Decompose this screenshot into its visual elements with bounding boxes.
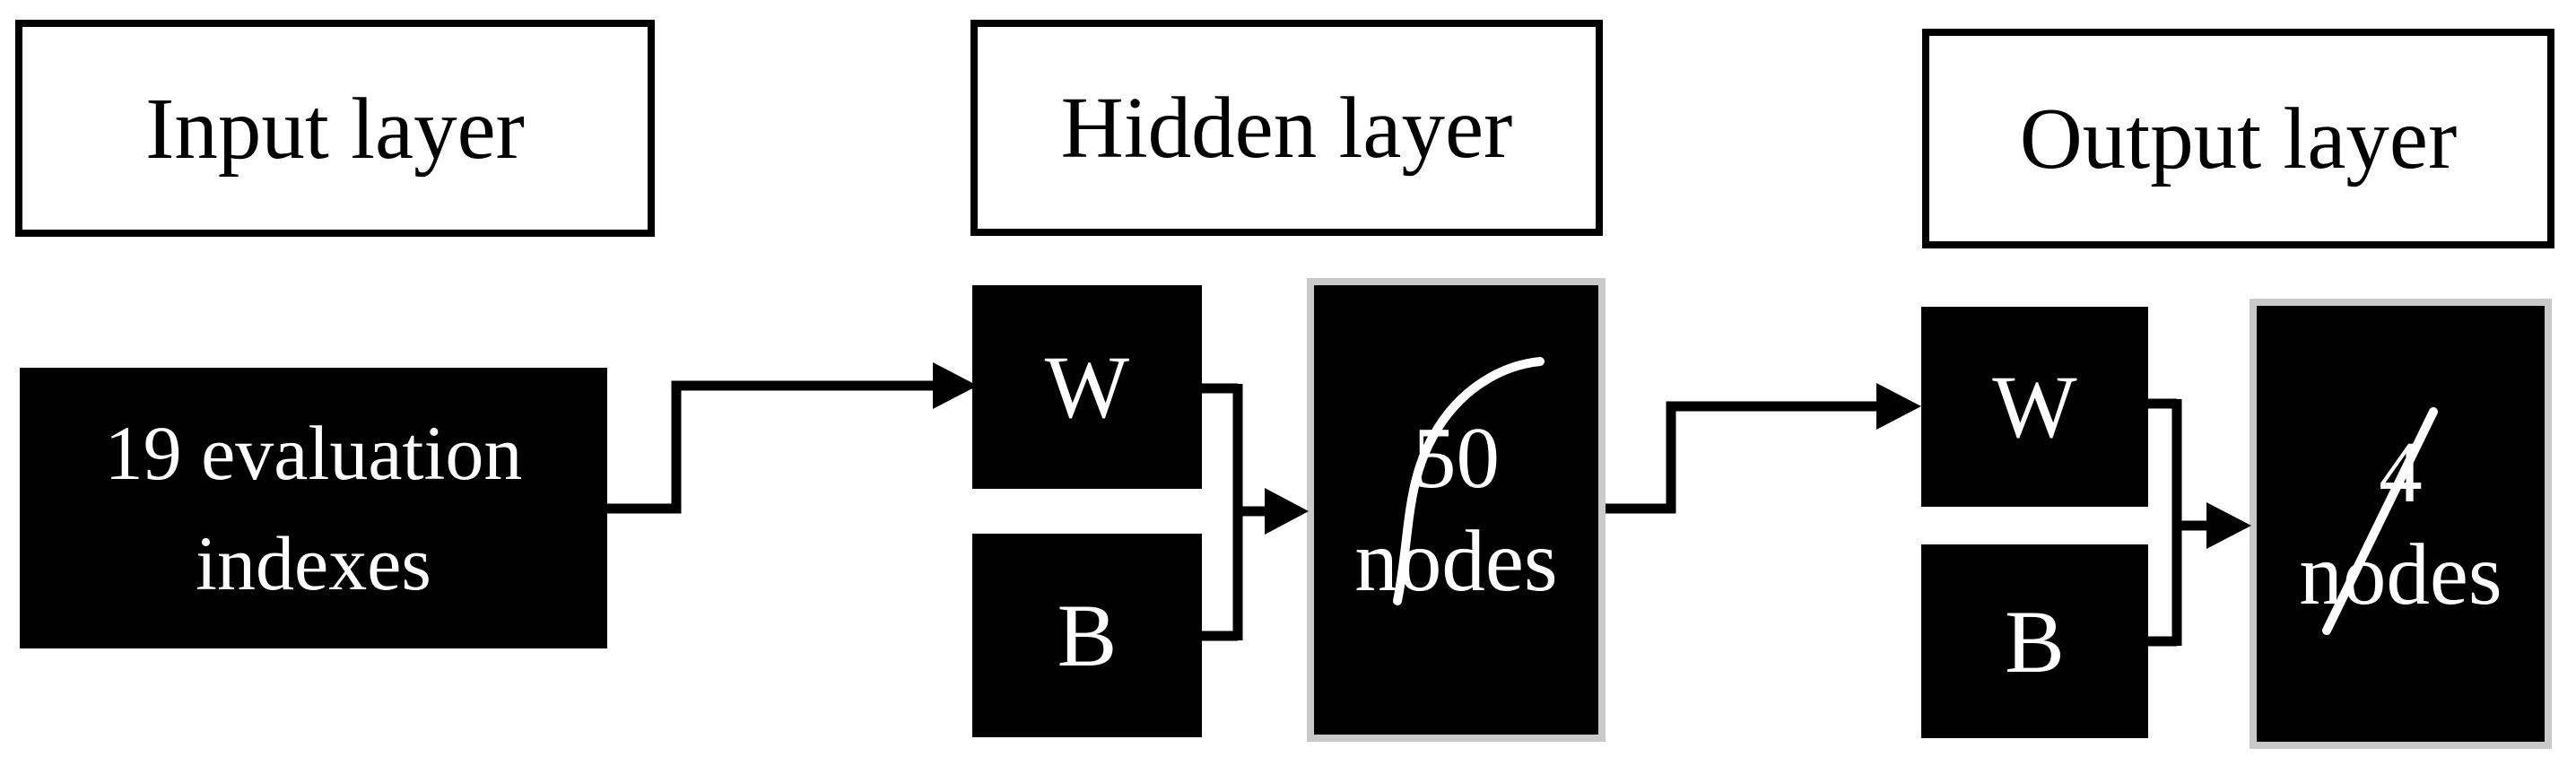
- hidden-nodes-count: 50: [1413, 410, 1500, 507]
- input-features-label: 19 evaluation indexes: [104, 410, 523, 606]
- output-nodes-word: nodes: [2299, 526, 2502, 622]
- arrowhead-input-to-hidden-weight-icon: [933, 362, 978, 409]
- output-bias-label: B: [2005, 591, 2065, 692]
- output-layer-title-box: Output layer: [1922, 29, 2554, 248]
- input-layer-title: Input layer: [145, 80, 525, 177]
- hidden-nodes-word: nodes: [1354, 512, 1558, 609]
- hidden-layer-title: Hidden layer: [1060, 80, 1513, 176]
- output-weight-box: W: [1921, 307, 2148, 507]
- hidden-bias-label: B: [1057, 586, 1118, 685]
- connector-input-to-hidden-weight: [607, 380, 937, 514]
- hidden-weight-label: W: [1044, 337, 1130, 437]
- hidden-weight-box: W: [972, 285, 1202, 489]
- hidden-layer-title-box: Hidden layer: [970, 20, 1603, 236]
- output-layer-title: Output layer: [2019, 91, 2458, 187]
- hidden-nodes-box: 50 nodes: [1307, 278, 1606, 742]
- output-bias-box: B: [1921, 544, 2148, 738]
- output-nodes-count: 4: [2379, 423, 2423, 520]
- connector-hidden-wb-bracket: [1202, 383, 1269, 641]
- arrowhead-hidden-wb-to-nodes-icon: [1265, 488, 1309, 535]
- connector-output-wb-bracket: [2148, 398, 2211, 647]
- arrowhead-hidden-nodes-to-output-weight-icon: [1876, 383, 1921, 430]
- hidden-bias-box: B: [972, 534, 1202, 737]
- connector-hidden-nodes-to-output-weight: [1606, 401, 1881, 514]
- output-nodes-box: 4 nodes: [2250, 299, 2552, 749]
- input-layer-title-box: Input layer: [15, 20, 655, 237]
- output-weight-label: W: [1992, 357, 2077, 457]
- input-features-box: 19 evaluation indexes: [20, 368, 607, 648]
- arrowhead-output-wb-to-nodes-icon: [2206, 502, 2251, 549]
